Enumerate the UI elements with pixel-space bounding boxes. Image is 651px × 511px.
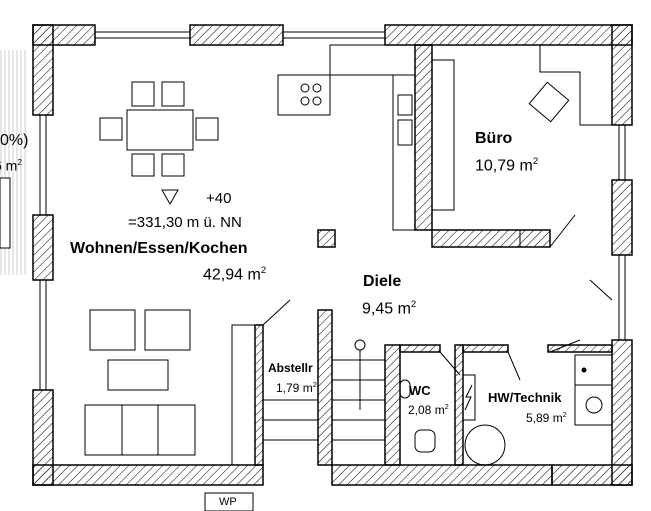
room-area-office: 10,79 m2 [475, 156, 539, 175]
outer-walls [32, 24, 633, 486]
elevation-marker-icon [161, 189, 179, 206]
kitchen [277, 44, 416, 231]
terrace-area: 6 m2 [0, 157, 23, 174]
room-name-office: Büro [475, 130, 513, 147]
heat-pump-label: WP [219, 496, 237, 508]
doors [262, 214, 613, 381]
terrace-element [0, 177, 11, 249]
living-furniture [84, 309, 256, 466]
room-name-hall: Diele [363, 273, 402, 290]
staircase [263, 339, 385, 441]
room-name-utility: HW/Technik [488, 390, 562, 405]
room-area-wc: 2,08 m2 [408, 402, 449, 417]
heat-pump-box [204, 492, 254, 511]
room-area-utility: 5,89 m2 [526, 410, 567, 425]
room-area-living: 42,94 m2 [203, 265, 267, 284]
elevation-absolute: =331,30 m ü. NN [128, 214, 242, 231]
room-name-storage: Abstellr [268, 361, 313, 375]
room-name-living: Wohnen/Essen/Kochen [70, 240, 248, 257]
windows [39, 31, 626, 390]
terrace-percent: 0%) [0, 132, 29, 149]
office-furniture [431, 45, 612, 248]
sanitary [399, 354, 613, 466]
room-area-hall: 9,45 m2 [362, 299, 417, 318]
elevation-relative: +40 [206, 190, 232, 207]
room-name-wc: WC [409, 383, 431, 398]
room-area-storage: 1,79 m2 [276, 380, 317, 395]
dining-table [99, 81, 219, 177]
